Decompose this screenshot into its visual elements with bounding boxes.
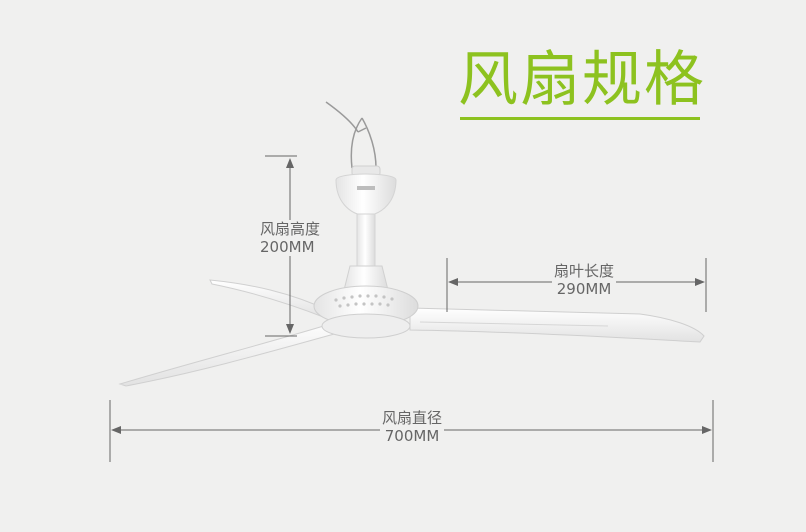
blade-length-label: 扇叶长度 290MM — [552, 262, 617, 298]
diameter-label: 风扇直径 700MM — [380, 409, 445, 445]
diameter-label-name: 风扇直径 — [382, 409, 443, 427]
fan-downrod — [356, 213, 376, 267]
hanging-hook — [325, 101, 377, 169]
fan-canopy — [335, 165, 397, 217]
height-label: 风扇高度 200MM — [258, 220, 323, 256]
height-label-name: 风扇高度 — [260, 220, 321, 238]
title-underline — [460, 117, 700, 120]
blade-left-lower — [118, 317, 357, 387]
blade-left-upper — [209, 279, 333, 319]
motor-housing — [313, 265, 419, 339]
height-label-value: 200MM — [260, 238, 315, 256]
page-title: 风扇规格 — [458, 45, 706, 115]
diameter-label-value: 700MM — [384, 427, 440, 445]
blade-length-label-name: 扇叶长度 — [554, 262, 615, 280]
blade-length-label-value: 290MM — [556, 280, 612, 298]
